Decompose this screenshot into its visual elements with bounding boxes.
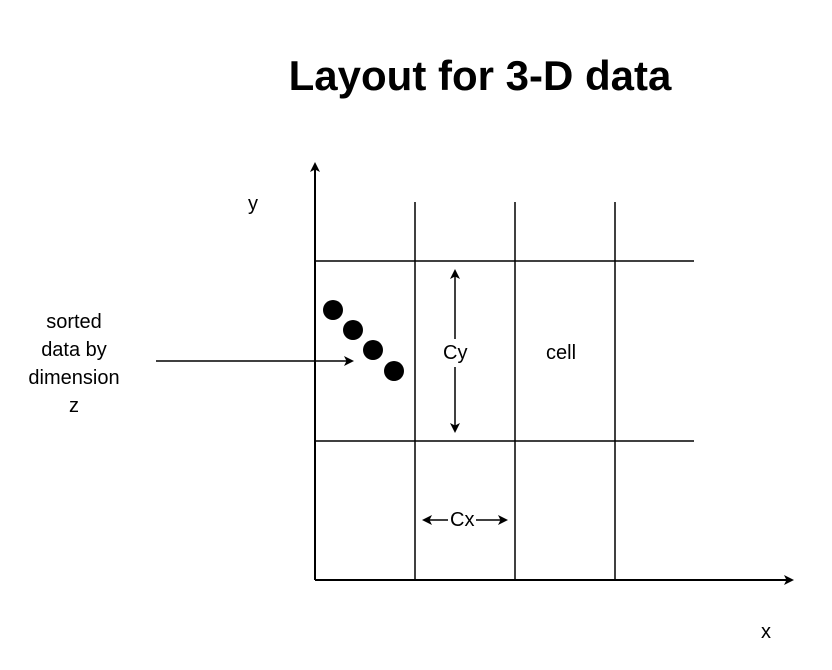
data-point <box>323 300 343 320</box>
data-point <box>343 320 363 340</box>
y-axis-label: y <box>248 193 258 215</box>
diagram-title: Layout for 3-D data <box>288 52 672 99</box>
data-point <box>363 340 383 360</box>
sorted-data-note-line: sorted <box>46 311 102 333</box>
cx-label: Cx <box>448 506 477 534</box>
data-points <box>323 300 404 381</box>
x-axis-label: x <box>761 621 771 643</box>
sorted-data-note: sorted data by dimension z <box>18 308 130 420</box>
sorted-data-note-line: data by <box>41 339 107 361</box>
data-point <box>384 361 404 381</box>
cy-label: Cy <box>441 339 470 367</box>
cell-label: cell <box>546 342 577 364</box>
sorted-data-note-line: dimension <box>28 367 120 389</box>
grid <box>315 202 694 580</box>
sorted-data-note-line: z <box>69 395 79 417</box>
